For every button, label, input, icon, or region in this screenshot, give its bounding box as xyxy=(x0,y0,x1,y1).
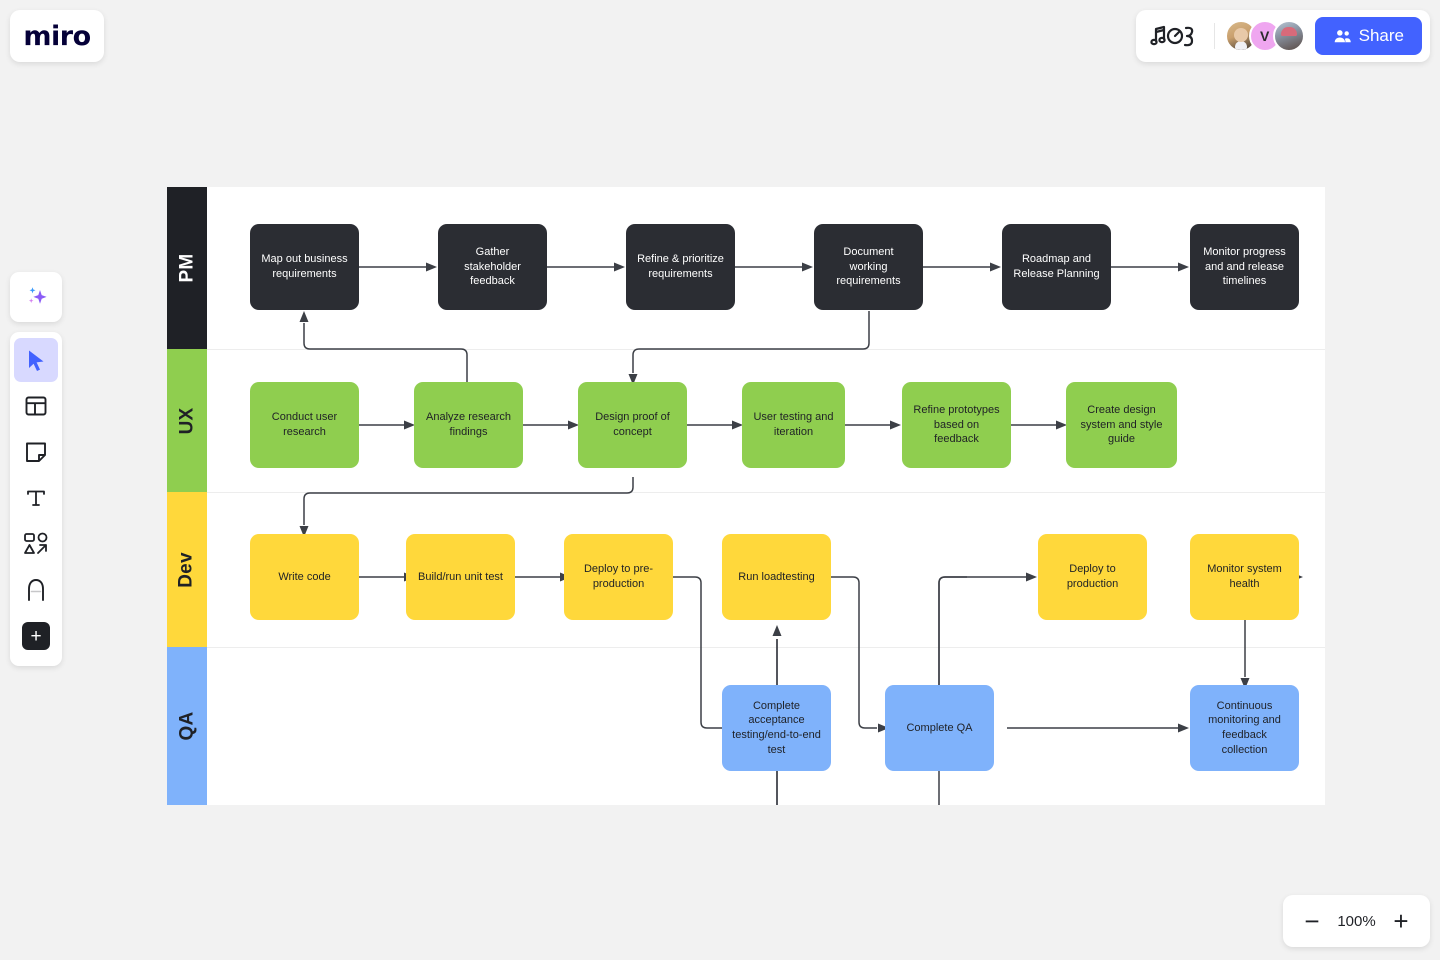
sticky-note-icon xyxy=(26,442,46,462)
node-monitor-progress-release-timelines[interactable]: Monitor progress and and release timelin… xyxy=(1190,224,1299,310)
toolbar-item-text[interactable] xyxy=(14,476,58,520)
node-conduct-user-research[interactable]: Conduct user research xyxy=(250,382,359,468)
avatar[interactable] xyxy=(1272,20,1305,52)
node-document-working-requirements[interactable]: Document working requirements xyxy=(814,224,923,310)
music-doodle-icon[interactable] xyxy=(1149,21,1204,51)
plus-icon: + xyxy=(22,622,50,650)
node-deploy-to-production[interactable]: Deploy to production xyxy=(1038,534,1147,620)
node-roadmap-release-planning[interactable]: Roadmap and Release Planning xyxy=(1002,224,1111,310)
people-icon xyxy=(1334,29,1351,42)
toolbar-item-more-apps[interactable]: + xyxy=(14,614,58,658)
node-user-testing-iteration[interactable]: User testing and iteration xyxy=(742,382,845,468)
miro-logo-text: miro xyxy=(23,20,91,52)
share-button-label: Share xyxy=(1358,26,1404,45)
text-icon xyxy=(27,490,45,506)
node-refine-prototypes-based-on-feedback[interactable]: Refine prototypes based on feedback xyxy=(902,382,1011,468)
toolbar-item-sticky-note[interactable] xyxy=(14,430,58,474)
lane-label: UX xyxy=(175,407,197,434)
pen-icon xyxy=(28,579,44,601)
toolbar-item-templates[interactable] xyxy=(14,384,58,428)
toolbar-divider xyxy=(1213,23,1215,49)
collaborator-avatars: V xyxy=(1224,20,1305,52)
node-run-loadtesting[interactable]: Run loadtesting xyxy=(722,534,831,620)
lane-divider xyxy=(207,647,1325,648)
node-continuous-monitoring-feedback[interactable]: Continuous monitoring and feedback colle… xyxy=(1190,685,1299,771)
node-analyze-research-findings[interactable]: Analyze research findings xyxy=(414,382,523,468)
toolbar-item-pen[interactable] xyxy=(14,568,58,612)
lane-divider xyxy=(207,492,1325,493)
node-map-out-business-requirements[interactable]: Map out business requirements xyxy=(250,224,359,310)
toolbar-item-ai[interactable] xyxy=(10,272,62,322)
shapes-icon xyxy=(24,532,48,554)
lane-divider xyxy=(207,349,1325,350)
share-button[interactable]: Share xyxy=(1314,17,1422,55)
lane-label: PM xyxy=(176,253,197,283)
cursor-select-icon xyxy=(28,350,43,371)
node-monitor-system-health[interactable]: Monitor system health xyxy=(1190,534,1299,620)
lane-label: Dev xyxy=(176,551,197,588)
node-complete-acceptance-testing[interactable]: Complete acceptance testing/end-to-end t… xyxy=(722,685,831,771)
node-create-design-system-style-guide[interactable]: Create design system and style guide xyxy=(1066,382,1177,468)
toolbar-item-shapes[interactable] xyxy=(14,522,58,566)
templates-icon xyxy=(25,396,47,416)
zoom-control: − 100% + xyxy=(1283,895,1430,947)
ai-sparkles-icon xyxy=(28,287,47,304)
top-right-toolbar: V Share xyxy=(1135,10,1430,62)
lane-tab-pm[interactable]: PM xyxy=(167,187,207,349)
toolbar-item-select[interactable] xyxy=(14,338,58,382)
miro-logo-button[interactable]: miro xyxy=(10,10,104,62)
node-refine-prioritize-requirements[interactable]: Refine & prioritize requirements xyxy=(626,224,735,310)
lane-tab-qa[interactable]: QA xyxy=(167,647,207,805)
node-gather-stakeholder-feedback[interactable]: Gather stakeholder feedback xyxy=(438,224,547,310)
lane-tab-ux[interactable]: UX xyxy=(167,349,207,492)
zoom-out-button[interactable]: − xyxy=(1304,906,1320,936)
node-design-proof-of-concept[interactable]: Design proof of concept xyxy=(578,382,687,468)
lane-tab-dev[interactable]: Dev xyxy=(167,492,207,647)
node-write-code[interactable]: Write code xyxy=(250,534,359,620)
node-deploy-to-pre-production[interactable]: Deploy to pre-production xyxy=(564,534,673,620)
swimlane-board: PM UX Dev QA xyxy=(167,187,1325,805)
node-build-run-unit-test[interactable]: Build/run unit test xyxy=(406,534,515,620)
left-toolbar: + xyxy=(10,332,62,666)
zoom-level-label: 100% xyxy=(1337,912,1376,930)
zoom-in-button[interactable]: + xyxy=(1393,906,1409,936)
lane-label: QA xyxy=(176,711,197,741)
node-complete-qa[interactable]: Complete QA xyxy=(885,685,994,771)
